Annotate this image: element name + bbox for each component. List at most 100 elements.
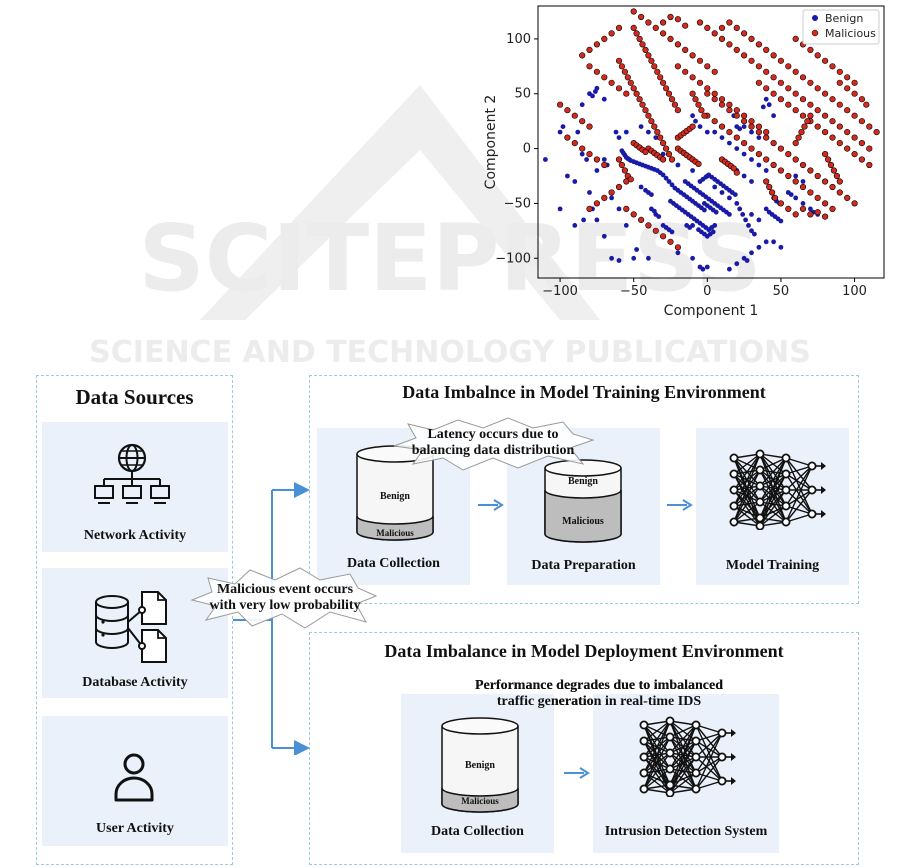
nn-connection — [669, 724, 697, 794]
benign-point-148 — [579, 151, 585, 157]
ids-panel — [593, 694, 779, 853]
malicious-point-142 — [814, 107, 821, 114]
malicious-point-253 — [804, 118, 811, 125]
malicious-point-96 — [593, 200, 600, 207]
database-activity-panel — [42, 568, 228, 698]
malicious-point-102 — [630, 211, 637, 218]
malicious-point-133 — [748, 57, 755, 64]
benign-point-143 — [793, 195, 799, 201]
malicious-point-72 — [586, 63, 593, 70]
benign-point-183 — [590, 93, 595, 99]
watermark-line2: SCIENCE AND TECHNOLOGY PUBLICATIONS — [89, 335, 811, 370]
training-environment-title: Data Imbalnce in Model Training Environm… — [402, 382, 766, 402]
malicious-point-203 — [711, 90, 718, 97]
database-icon — [95, 591, 167, 663]
nn-node — [781, 501, 791, 511]
nn-node — [717, 752, 727, 762]
benign-point-212 — [609, 255, 614, 261]
benign-point-157 — [613, 129, 619, 135]
malicious-point-57 — [642, 148, 649, 155]
benign-point-156 — [616, 135, 622, 141]
latency-burst-line1: Latency occurs due to — [427, 427, 559, 442]
malicious-point-214 — [718, 24, 726, 32]
nn-connection — [733, 453, 761, 523]
malicious-point-268 — [771, 194, 779, 201]
benign-point-168 — [727, 195, 732, 201]
malicious-point-156 — [748, 123, 755, 130]
malicious-point-264 — [627, 176, 634, 183]
nn-connection — [733, 501, 761, 523]
malicious-point-226 — [799, 112, 807, 119]
malicious-point-138 — [785, 85, 792, 92]
benign-point-128 — [743, 217, 748, 223]
benign-point-145 — [808, 206, 813, 212]
malicious-point-202 — [704, 85, 711, 92]
malicious-point-88 — [586, 123, 593, 130]
benign-point-192 — [737, 126, 743, 132]
malicious-point-184 — [799, 183, 807, 191]
malicious-point-237 — [785, 205, 792, 212]
malicious-point-210 — [763, 129, 770, 136]
nn-connection — [759, 457, 787, 527]
benign-point-53 — [710, 229, 716, 235]
malicious-point-256 — [858, 96, 866, 103]
user-activity-label: User Activity — [96, 821, 174, 836]
malicious-point-239 — [799, 205, 807, 212]
malicious-point-46 — [668, 156, 676, 163]
nn-connection — [695, 756, 723, 774]
malicious-point-29 — [618, 63, 625, 70]
nn-node — [665, 732, 675, 742]
malicious-point-26 — [671, 101, 678, 108]
legend-label-benign: Benign — [825, 12, 863, 25]
malicious-point-257 — [863, 101, 870, 108]
malicious-point-32 — [627, 79, 634, 86]
nn-output-arrow — [821, 486, 826, 494]
nn-connection — [785, 489, 813, 523]
malicious-point-258 — [844, 85, 851, 92]
nn-connection — [759, 489, 787, 527]
x-tick-label-1: −50 — [620, 284, 647, 299]
malicious-point-275 — [825, 156, 832, 163]
benign-point-172 — [697, 124, 703, 129]
malicious-point-169 — [844, 194, 851, 201]
nn-node — [729, 517, 739, 527]
malicious-point-222 — [770, 90, 777, 97]
malicious-point-168 — [836, 189, 843, 196]
malicious-point-269 — [689, 90, 696, 97]
malicious-point-187 — [822, 200, 829, 207]
malicious-point-277 — [830, 167, 838, 174]
benign-point-155 — [594, 168, 600, 173]
event-burst-line1: Malicious event occurs — [216, 582, 354, 597]
malicious-point-223 — [777, 96, 785, 103]
nn-node — [665, 780, 675, 790]
malicious-point-234 — [858, 156, 866, 163]
benign-point-211 — [572, 223, 578, 228]
malicious-point-129 — [718, 35, 726, 43]
benign-point-122 — [771, 239, 776, 245]
model-training-panel — [696, 428, 849, 585]
nn-node — [639, 768, 649, 778]
x-tick-label-2: 0 — [703, 284, 711, 299]
malicious-point-196 — [844, 74, 851, 81]
malicious-point-43 — [660, 140, 667, 147]
benign-point-101 — [587, 190, 592, 195]
malicious-point-180 — [770, 161, 777, 169]
malicious-point-217 — [667, 13, 674, 21]
malicious-point-39 — [648, 118, 655, 125]
benign-point-20 — [669, 182, 675, 188]
malicious-point-139 — [792, 90, 799, 97]
nn-connection — [785, 489, 813, 507]
malicious-point-6 — [674, 41, 681, 48]
benign-point-127 — [740, 212, 746, 217]
malicious-point-20 — [654, 68, 661, 75]
malicious-point-221 — [763, 85, 770, 92]
nn-connection — [643, 720, 671, 758]
nn-node — [665, 748, 675, 758]
nn-connection — [695, 780, 723, 790]
benign-point-170 — [690, 113, 695, 119]
ids-label: Intrusion Detection System — [604, 824, 768, 839]
malicious-point-219 — [682, 22, 689, 29]
event-burst-line2: with very low probability — [209, 598, 361, 613]
nn-connection — [695, 732, 723, 774]
malicious-point-153 — [726, 107, 733, 114]
